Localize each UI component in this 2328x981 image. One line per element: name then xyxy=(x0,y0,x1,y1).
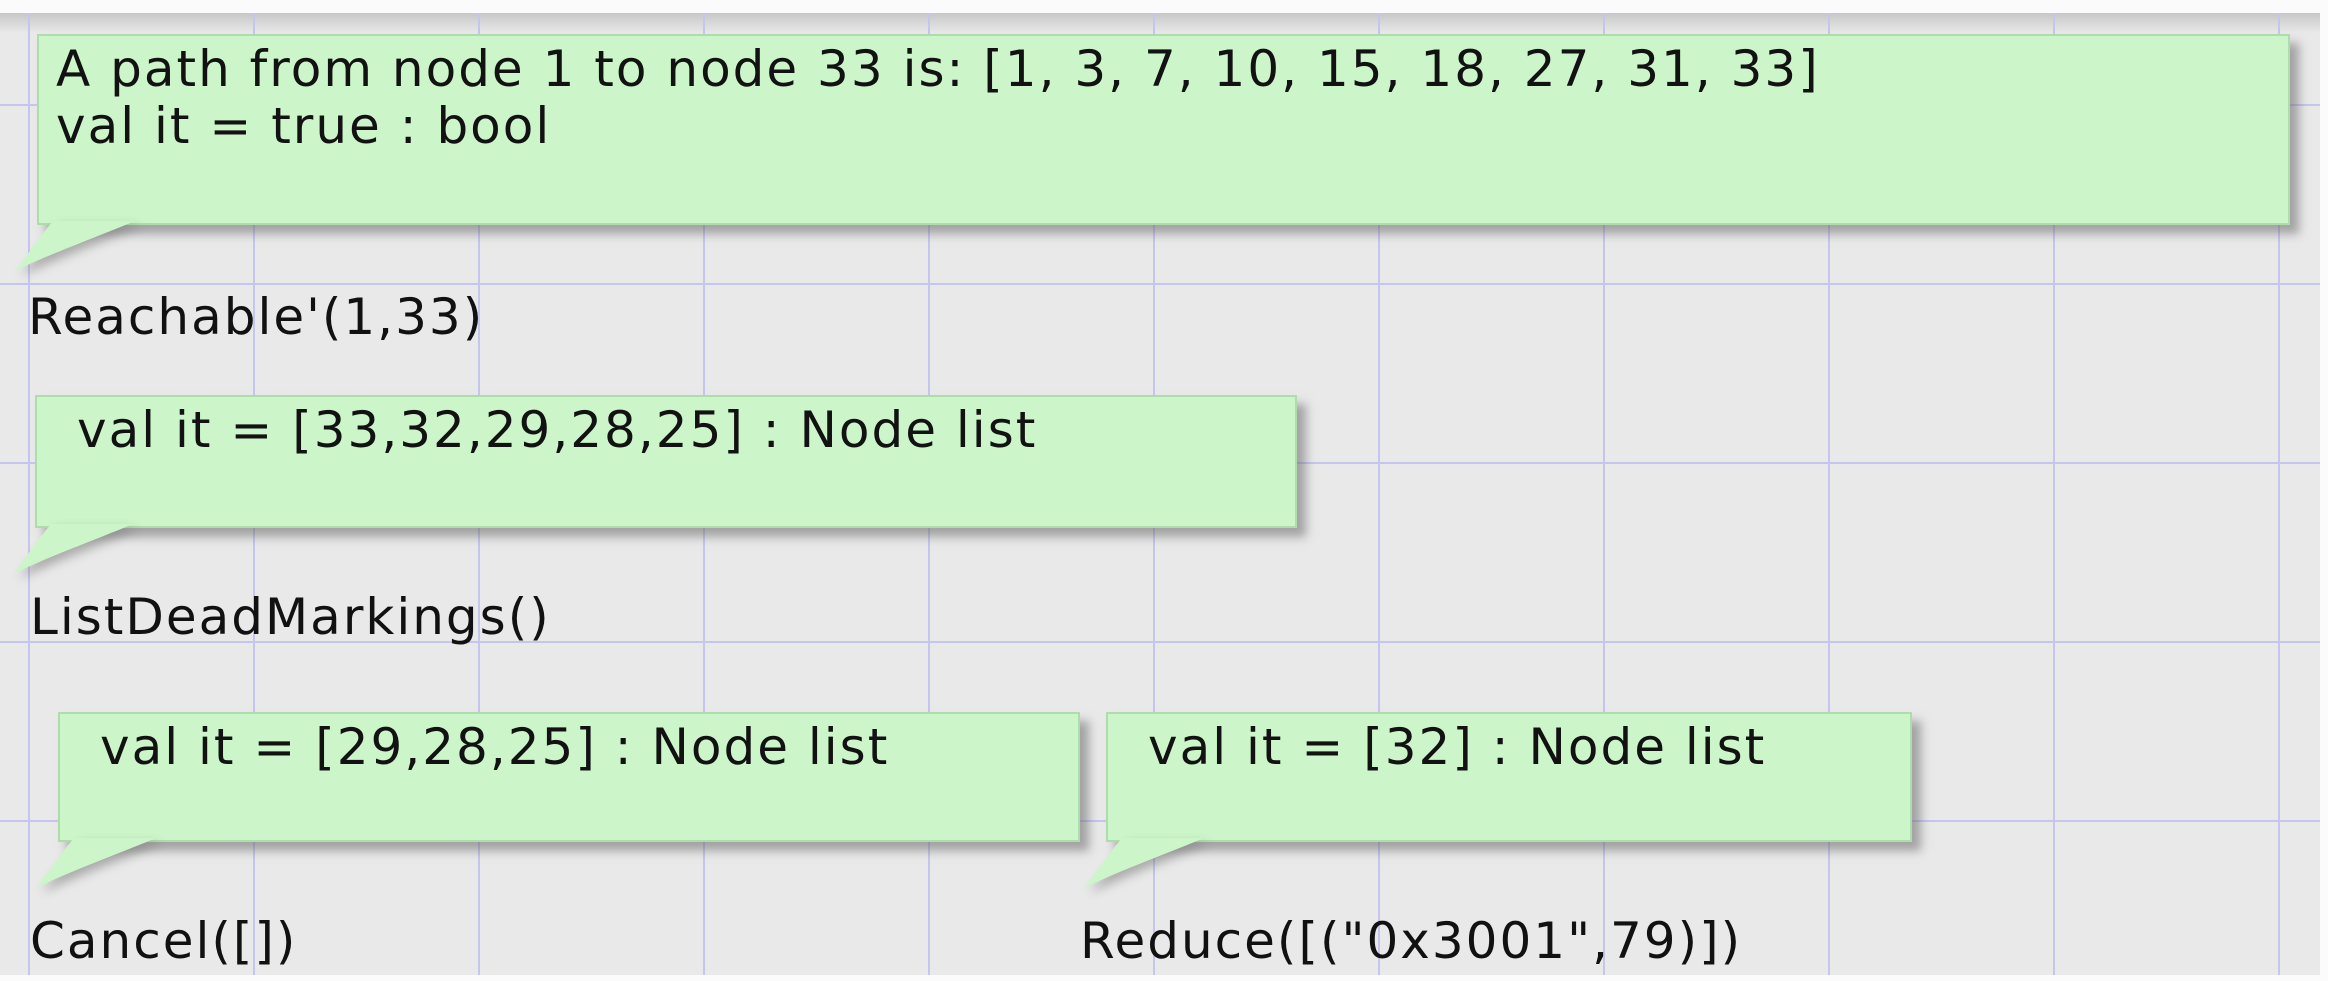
window-top-shadow xyxy=(0,13,2328,33)
listdeadmarkings-result-balloon[interactable]: val it = [33,32,29,28,25] : Node list xyxy=(13,395,1297,574)
balloon-tail xyxy=(36,838,156,888)
cancel-result-balloon[interactable]: val it = [29,28,25] : Node list xyxy=(36,712,1080,888)
balloon-text: val it = [29,28,25] : Node list xyxy=(60,714,1078,776)
balloon-text: val it = [32] : Node list xyxy=(1108,714,1910,776)
reachable-call-text[interactable]: Reachable'(1,33) xyxy=(28,288,485,346)
window-bottom-edge xyxy=(0,975,2328,981)
balloon-text: A path from node 1 to node 33 is: [1, 3,… xyxy=(39,36,2288,155)
balloon-line: val it = true : bool xyxy=(56,97,552,155)
balloon-line: A path from node 1 to node 33 is: [1, 3,… xyxy=(56,40,1820,98)
cancel-call-text[interactable]: Cancel([]) xyxy=(30,912,298,970)
listdeadmarkings-call-text[interactable]: ListDeadMarkings() xyxy=(30,588,551,646)
balloon-line: val it = [32] : Node list xyxy=(1148,718,1767,776)
window-right-edge xyxy=(2320,0,2328,981)
balloon-tail xyxy=(13,524,133,574)
reduce-result-balloon[interactable]: val it = [32] : Node list xyxy=(1084,712,1912,888)
balloon-line: val it = [33,32,29,28,25] : Node list xyxy=(77,401,1038,459)
balloon-line: val it = [29,28,25] : Node list xyxy=(100,718,890,776)
balloon-text: val it = [33,32,29,28,25] : Node list xyxy=(37,397,1295,459)
reachable-result-balloon[interactable]: A path from node 1 to node 33 is: [1, 3,… xyxy=(15,34,2290,271)
balloon-tail xyxy=(1084,838,1204,888)
window-top-edge xyxy=(0,0,2328,13)
balloon-tail xyxy=(15,221,135,271)
reduce-call-text[interactable]: Reduce([("0x3001",79)]) xyxy=(1080,912,1743,970)
